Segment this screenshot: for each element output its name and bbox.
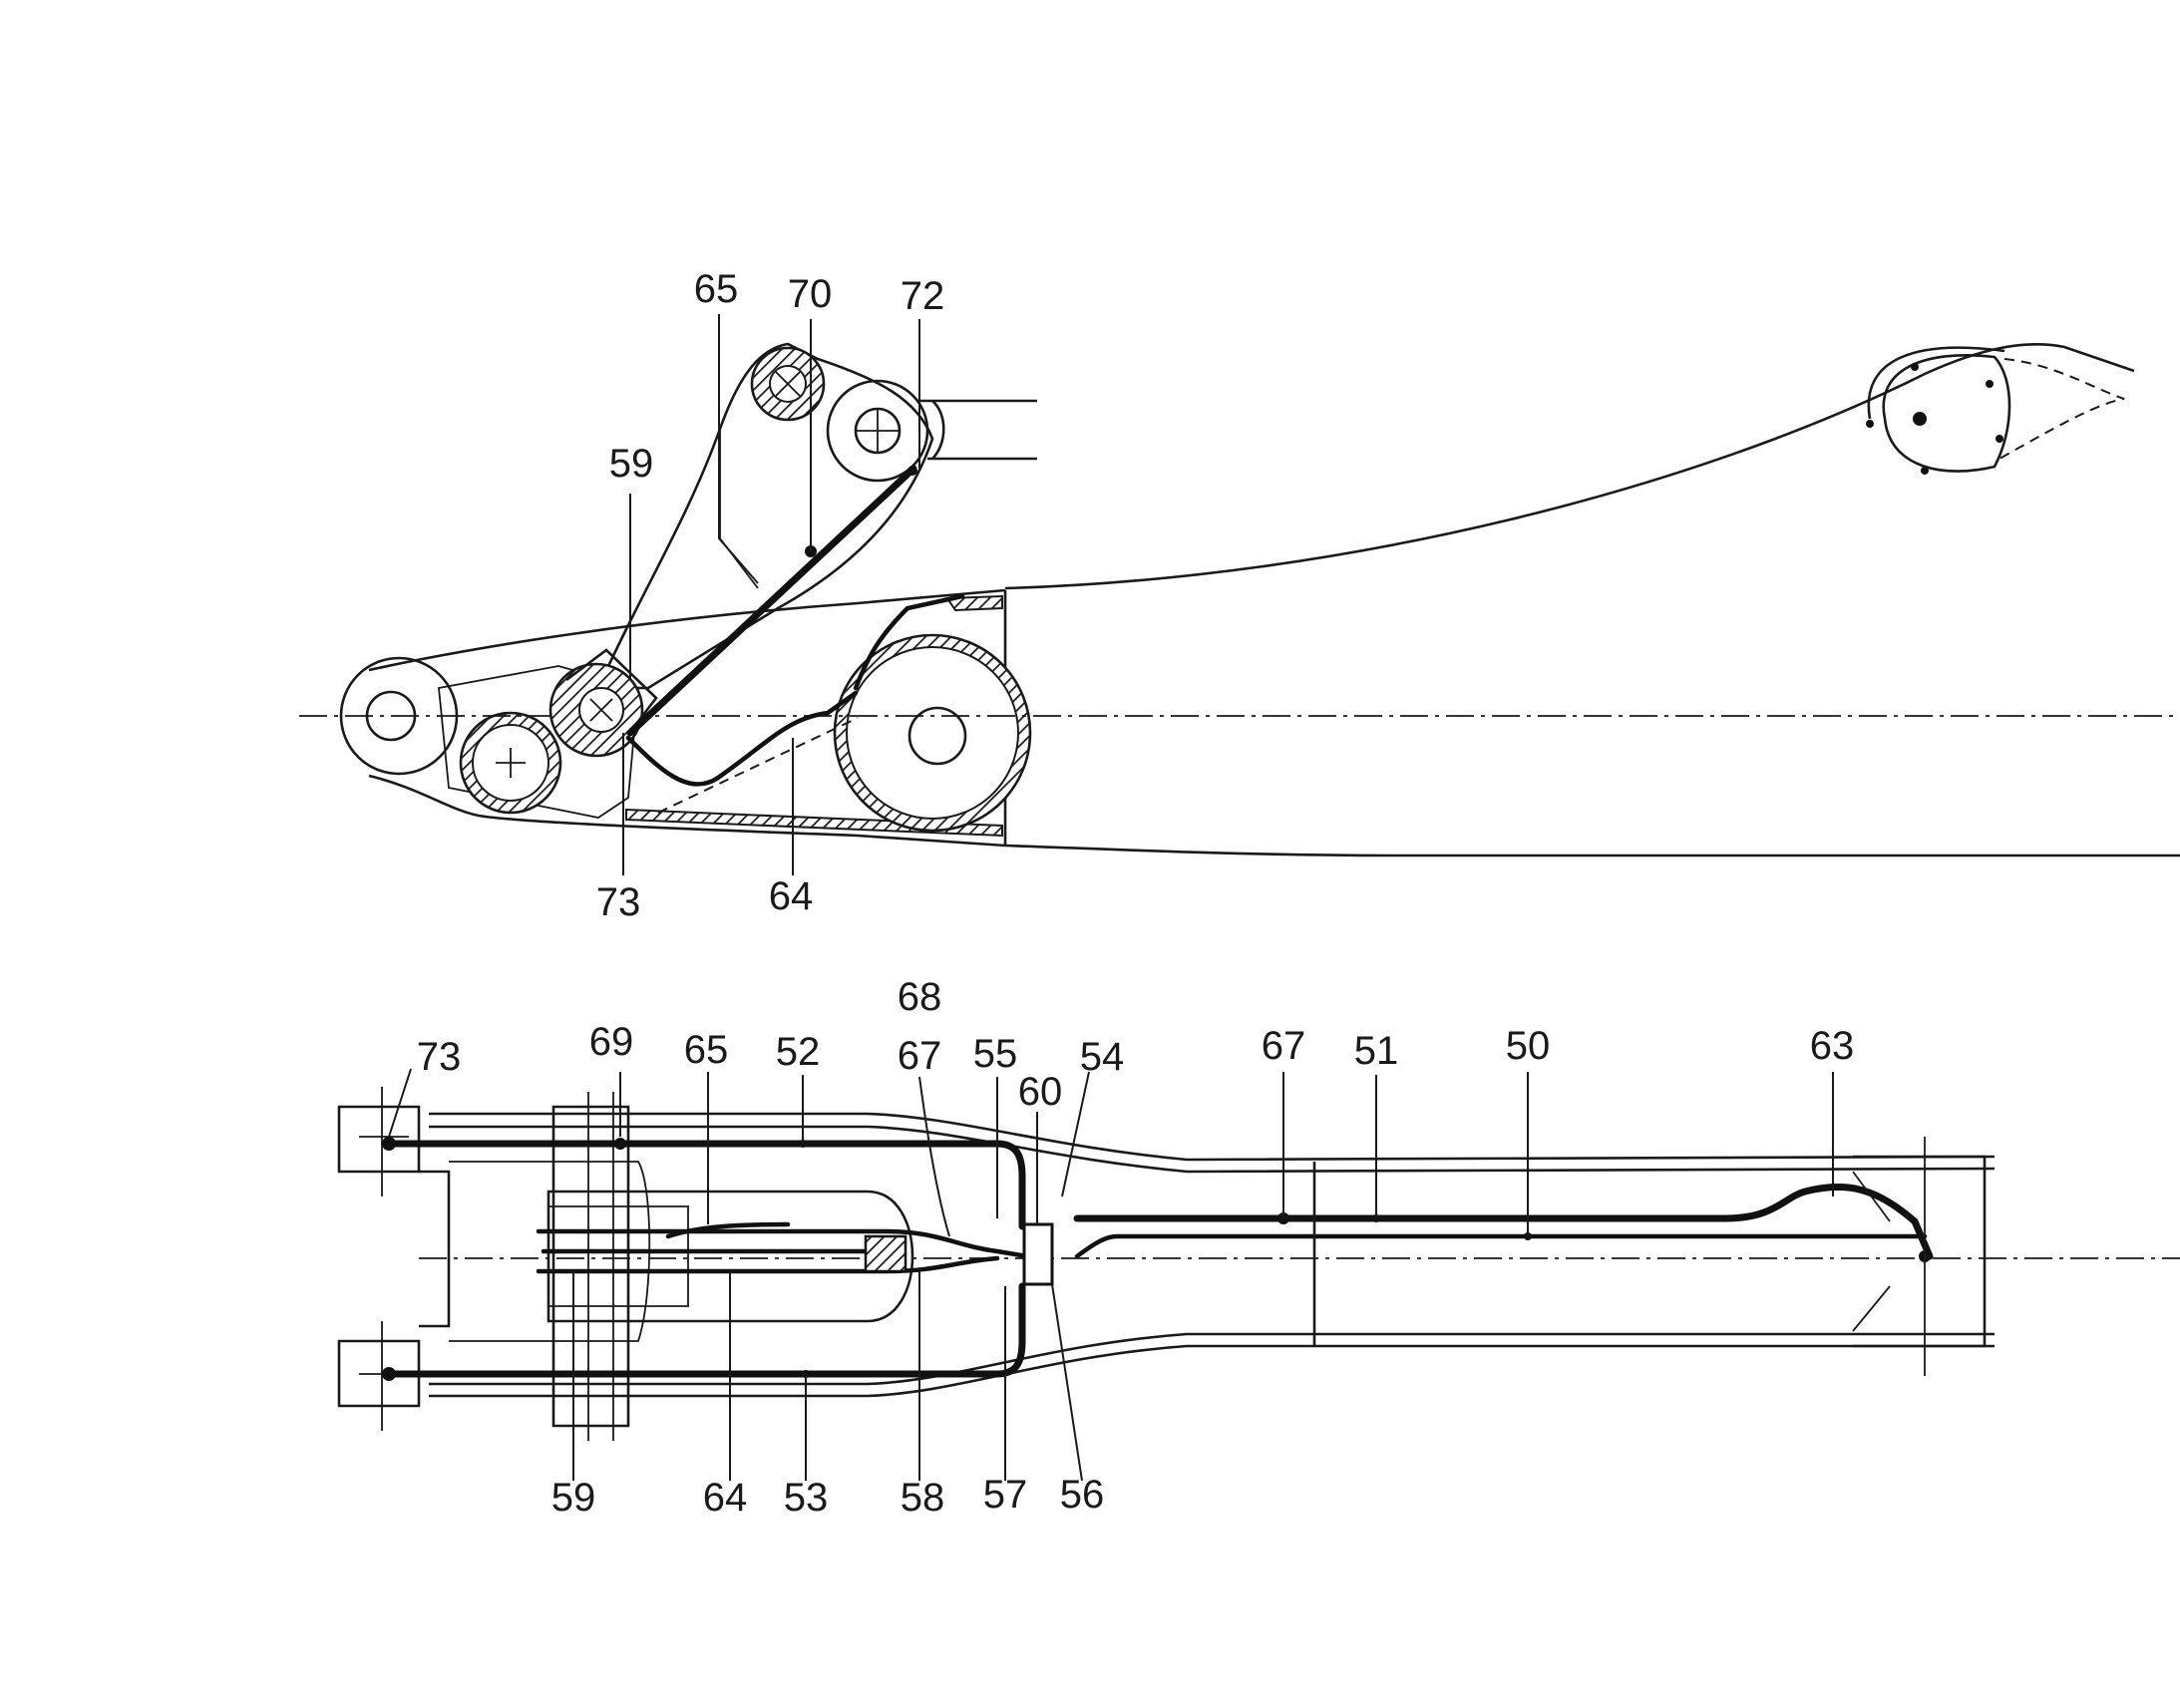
label-55-plan: 55 <box>973 1032 1018 1076</box>
label-65-plan: 65 <box>684 1028 729 1072</box>
hose-bundle-upper <box>536 1228 1030 1259</box>
side-view: 65 70 72 59 73 64 <box>299 267 2180 924</box>
root-tube-center <box>496 748 526 778</box>
linkage-inner-line <box>719 429 759 589</box>
label-70-top: 70 <box>788 272 833 316</box>
label-60-plan: 60 <box>1018 1070 1063 1114</box>
leader-73-plan <box>388 1068 412 1138</box>
bottom-plate <box>625 808 1003 838</box>
boom-upper-contour <box>1004 343 2135 590</box>
fork-cutout <box>449 1161 651 1342</box>
label-50-plan: 50 <box>1506 1024 1551 1068</box>
label-73-top: 73 <box>596 880 641 924</box>
label-54-plan: 54 <box>1080 1035 1125 1079</box>
hose-65-plan <box>665 1221 791 1239</box>
foot-eye-lower <box>337 1339 421 1408</box>
label-51-plan: 51 <box>1354 1029 1399 1073</box>
hose-bundle-lower <box>536 1255 1000 1274</box>
root-block <box>551 1105 630 1428</box>
hose-53 <box>385 1282 1026 1378</box>
label-56-plan: 56 <box>1060 1473 1105 1517</box>
hose-51 <box>1074 1233 1928 1259</box>
leader-56-plan <box>1051 1283 1083 1482</box>
root-block-centerlines <box>587 1092 614 1441</box>
upper-pin-b-cross <box>856 409 900 453</box>
head-dot-d <box>1996 435 2003 443</box>
boom-head-dashed <box>1998 358 2125 460</box>
leader-67-plan <box>918 1076 950 1237</box>
connector-58 <box>864 1234 908 1273</box>
label-63-plan: 63 <box>1810 1024 1855 1068</box>
cylinder-body-plan <box>546 1190 914 1323</box>
label-52-plan: 52 <box>776 1030 821 1074</box>
upper-pin-a-cross <box>775 371 801 397</box>
hose-64 <box>625 690 859 787</box>
linkage-plate <box>595 342 934 690</box>
label-58-plan: 58 <box>901 1476 945 1520</box>
label-57-plan: 57 <box>983 1473 1028 1517</box>
fork-inner <box>419 1170 451 1328</box>
plan-head-block <box>1853 1155 1987 1348</box>
leader-54-plan <box>1061 1071 1090 1197</box>
label-68-plan: 68 <box>898 975 942 1019</box>
label-67-plan: 67 <box>898 1034 942 1078</box>
head-dot-c <box>1986 380 1994 388</box>
label-59-top: 59 <box>609 442 654 486</box>
upper-plate <box>945 594 1003 612</box>
upper-pin-b <box>826 379 929 483</box>
label-67b-plan: 67 <box>1262 1024 1306 1068</box>
clamp-69 <box>614 1138 626 1150</box>
head-center-dot <box>1913 412 1927 426</box>
root-inner-cavity <box>438 665 639 819</box>
arm-cylinder-rod <box>917 399 1037 461</box>
hose-52 <box>385 1140 1026 1230</box>
label-64-top: 64 <box>769 874 814 918</box>
manifold-block <box>1022 1222 1054 1286</box>
head-dot-a <box>1866 420 1874 428</box>
drum-inner <box>846 646 1019 820</box>
clamp-72 <box>908 466 917 476</box>
label-73-plan: 73 <box>417 1035 462 1079</box>
hose-70 <box>626 465 917 737</box>
hose-upper-loop <box>853 593 965 691</box>
plan-lower-contour-2 <box>429 1332 1995 1386</box>
fitting-73-upper <box>382 1137 396 1151</box>
fitting-73-lower <box>382 1367 396 1381</box>
drum-hub <box>908 706 967 766</box>
plan-head-lines <box>1852 1137 1926 1376</box>
boom-lower-contour <box>1004 844 2180 857</box>
label-69-plan: 69 <box>589 1020 634 1064</box>
boom-head-outer <box>1867 346 2005 420</box>
foot-eye-centerlines <box>359 1087 409 1431</box>
lower-pivot-cross <box>589 698 613 722</box>
label-59-plan: 59 <box>551 1476 596 1520</box>
label-53-plan: 53 <box>784 1476 829 1520</box>
plan-upper-contour <box>429 1112 1996 1162</box>
leader-65-top <box>718 314 759 584</box>
boom-head-eye <box>1882 353 2011 473</box>
dashed-guide <box>657 717 859 814</box>
label-64-plan: 64 <box>703 1476 748 1520</box>
cylinder-inner <box>548 1205 689 1307</box>
label-72-top: 72 <box>901 274 945 318</box>
head-dot-e <box>1921 467 1929 475</box>
hose-50 <box>1073 1184 1934 1260</box>
plan-view: 68 73 69 65 52 67 55 60 54 67 51 50 63 5… <box>337 975 2180 1520</box>
label-65-top: 65 <box>694 267 739 311</box>
foot-eye-upper <box>337 1105 421 1174</box>
plan-upper-contour-2 <box>429 1125 1996 1174</box>
head-dot-b <box>1911 363 1919 371</box>
